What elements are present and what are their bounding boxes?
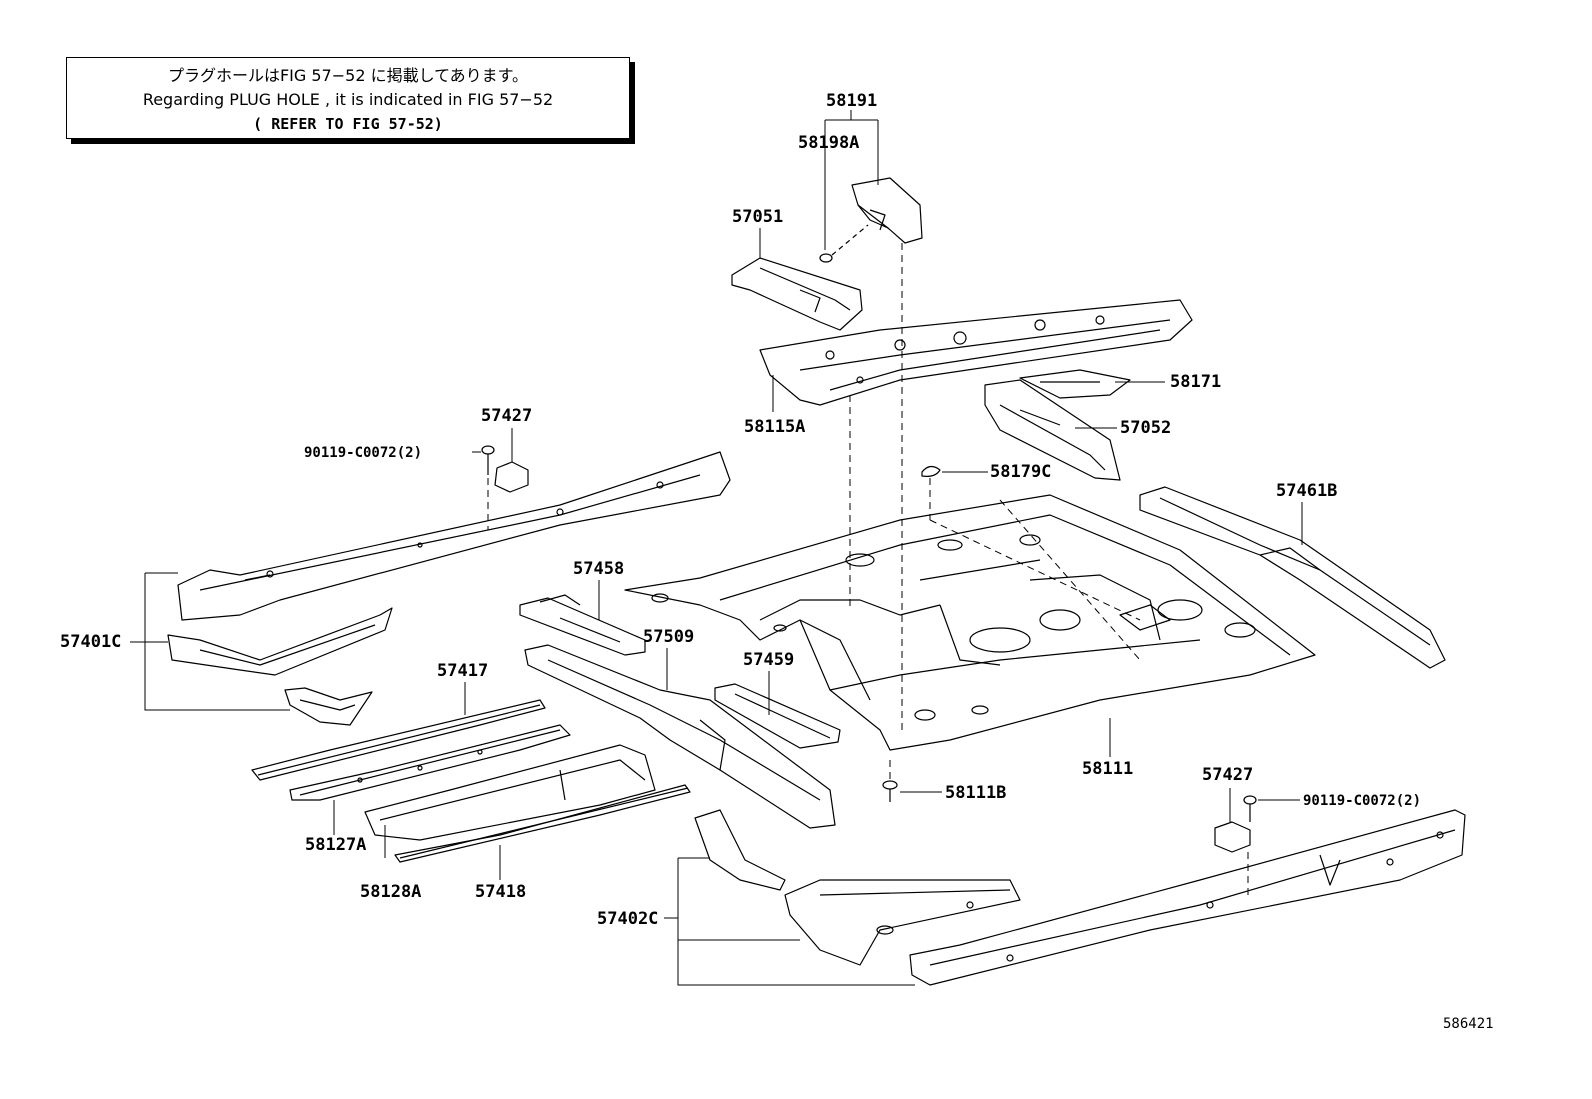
part-57402C-shapes (694, 809, 1021, 966)
part-57052-shape (984, 379, 1121, 481)
part-57051-shape (731, 257, 863, 331)
label-58128A: 58128A (360, 882, 422, 902)
label-57458: 57458 (573, 559, 625, 579)
part-58115A-shape (759, 299, 1193, 406)
part-57458-shape (519, 594, 646, 656)
label-57427-lower: 57427 (1202, 765, 1254, 785)
label-57402C: 57402C (597, 909, 659, 929)
label-57417: 57417 (437, 661, 489, 681)
part-57401C-shapes (167, 607, 393, 726)
part-57427-upper-bracket (481, 445, 529, 493)
part-58198A-bracket (819, 177, 923, 263)
part-upper-rocker (177, 451, 731, 621)
part-lower-rocker (909, 809, 1466, 986)
part-57417-shape (251, 699, 546, 781)
part-58171-shape (1019, 369, 1131, 399)
label-58198A: 58198A (798, 133, 860, 153)
part-57459-shape (714, 683, 841, 749)
label-57052: 57052 (1120, 418, 1172, 438)
figure-number: 586421 (1443, 1016, 1494, 1032)
label-58179C: 58179C (990, 462, 1052, 482)
label-57509: 57509 (643, 627, 695, 647)
label-57461B: 57461B (1276, 481, 1338, 501)
label-58127A: 58127A (305, 835, 367, 855)
label-57051: 57051 (732, 207, 784, 227)
label-57459: 57459 (743, 650, 795, 670)
part-57509-shape (524, 644, 836, 829)
label-58171: 58171 (1170, 372, 1222, 392)
part-58179C-clip (921, 465, 941, 477)
part-57427-lower-bracket (1214, 795, 1257, 853)
part-57461B-shape (1139, 486, 1446, 669)
label-58111: 58111 (1082, 759, 1134, 779)
label-90119-C0072-lower: 90119-C0072(2) (1303, 793, 1422, 809)
note-line-refer: ( REFER TO FIG 57-52) (253, 115, 443, 133)
part-58111B-bolt (882, 780, 898, 802)
part-58111-floor-pan (624, 494, 1316, 751)
label-57418: 57418 (475, 882, 527, 902)
label-57427-upper: 57427 (481, 406, 533, 426)
label-58115A: 58115A (744, 417, 806, 437)
part-57418-shape (394, 784, 691, 863)
note-line-english: Regarding PLUG HOLE , it is indicated in… (142, 90, 554, 109)
part-58127A-shape (289, 724, 571, 801)
label-90119-C0072-upper: 90119-C0072(2) (304, 445, 423, 461)
part-58128A-shape (364, 744, 656, 841)
note-line-japanese: プラグホールはFIG 57−52 に掲載してあります。 (167, 66, 529, 85)
label-57401C: 57401C (60, 632, 122, 652)
label-58191: 58191 (826, 91, 878, 111)
plug-hole-note: プラグホールはFIG 57−52 に掲載してあります。 Regarding PL… (66, 57, 630, 139)
label-58111B: 58111B (945, 783, 1007, 803)
